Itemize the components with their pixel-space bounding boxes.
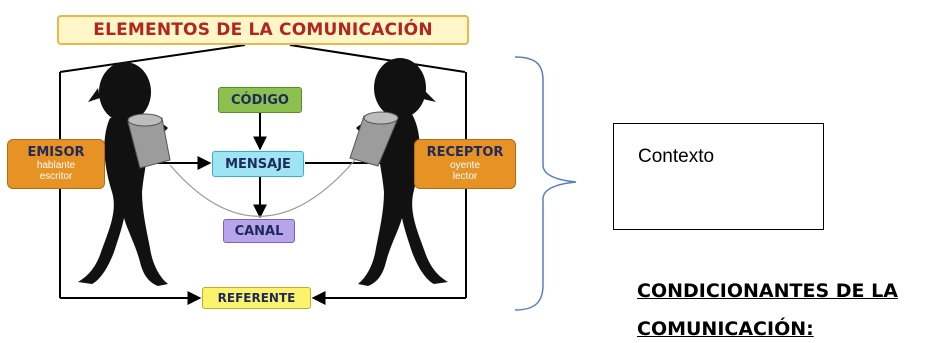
contexto-box (613, 123, 824, 230)
canal-box: CANAL (223, 219, 295, 243)
codigo-box: CÓDIGO (218, 87, 302, 113)
receptor-line2: lector (452, 171, 478, 182)
roof-line-right (289, 44, 466, 73)
receptor-can-icon (349, 111, 399, 167)
string-line (169, 159, 356, 217)
condicionantes-heading-line1: CONDICIONANTES DE LA (637, 280, 898, 302)
emisor-box: EMISOR hablante escritor (7, 139, 105, 189)
mensaje-label: MENSAJE (225, 156, 291, 172)
diagram-title: ELEMENTOS DE LA COMUNICACIÓN (57, 15, 469, 45)
referente-label: REFERENTE (217, 291, 296, 305)
codigo-label: CÓDIGO (231, 92, 289, 108)
contexto-label: Contexto (638, 146, 715, 167)
receptor-line1: oyente (449, 160, 481, 171)
mensaje-box: MENSAJE (212, 151, 304, 177)
emisor-title: EMISOR (27, 145, 85, 160)
context-brace-icon (514, 56, 577, 311)
emisor-line2: escritor (39, 171, 73, 182)
canal-label: CANAL (234, 223, 284, 239)
condicionantes-heading-line2: COMUNICACIÓN: (637, 318, 814, 340)
emisor-line1: hablante (36, 160, 76, 171)
roof-line-left (59, 44, 246, 73)
receptor-box: RECEPTOR oyente lector (414, 139, 516, 189)
emisor-can-icon (127, 113, 171, 169)
referente-box: REFERENTE (202, 287, 311, 309)
receptor-title: RECEPTOR (426, 145, 504, 160)
